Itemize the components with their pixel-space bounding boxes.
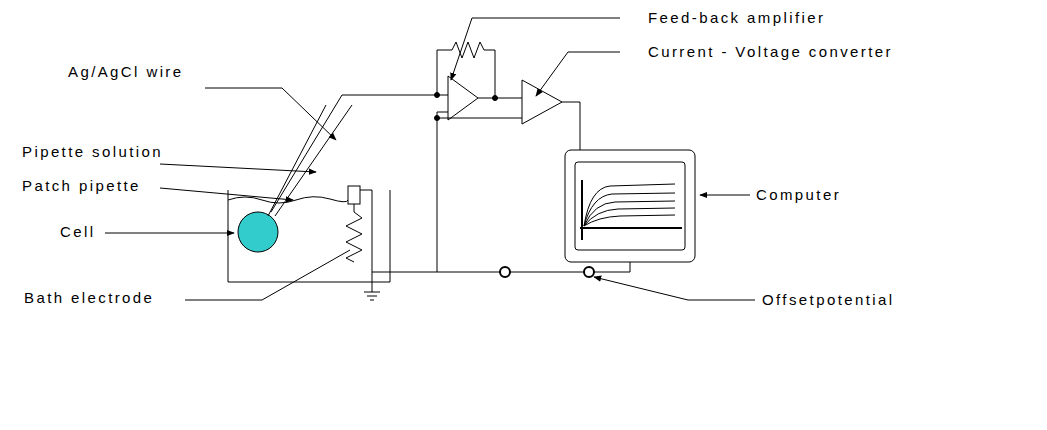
bath-vessel xyxy=(228,190,390,282)
bath-electrode-tube xyxy=(348,186,360,204)
computer xyxy=(565,150,695,262)
part-label: Offsetpotential xyxy=(762,292,894,309)
ag-agcl-wire xyxy=(271,95,437,212)
part-label: Ag/AgCl wire xyxy=(68,64,184,81)
leader-line xyxy=(451,18,620,80)
part-label: Cell xyxy=(60,224,95,241)
leader-line xyxy=(536,52,620,96)
junction-dot xyxy=(435,93,440,98)
part-label: Feed-back amplifier xyxy=(648,10,825,27)
leader-line xyxy=(185,250,350,300)
computer-screen xyxy=(575,162,685,250)
junction-dot xyxy=(435,116,440,121)
offset-wire xyxy=(437,262,630,272)
ground-wire xyxy=(372,272,373,292)
leader-line xyxy=(700,195,750,196)
leader-line xyxy=(160,188,293,200)
screen-axis xyxy=(580,180,682,240)
offset-terminal xyxy=(500,267,510,277)
leader-line xyxy=(105,233,234,234)
part-label: Bath electrode xyxy=(24,290,154,307)
screen-traces xyxy=(584,184,675,226)
current-voltage-converter xyxy=(522,80,562,124)
junction-dot xyxy=(493,96,498,101)
wire xyxy=(437,102,580,272)
part-label: Current - Voltage converter xyxy=(648,44,893,61)
leader-line xyxy=(205,88,336,140)
cell xyxy=(238,212,278,252)
ground-wire xyxy=(360,190,437,272)
ground-symbol xyxy=(364,292,380,300)
leader-line xyxy=(594,277,755,300)
part-label: Computer xyxy=(756,187,841,204)
bath-electrode xyxy=(346,204,362,262)
offset-terminal xyxy=(584,267,594,277)
part-label: Pipette solution xyxy=(22,144,163,161)
wire xyxy=(437,95,522,98)
feedback-amplifier xyxy=(448,76,478,120)
part-label: Patch pipette xyxy=(22,178,141,195)
feedback-resistor xyxy=(437,42,495,98)
leader-line xyxy=(160,164,316,172)
